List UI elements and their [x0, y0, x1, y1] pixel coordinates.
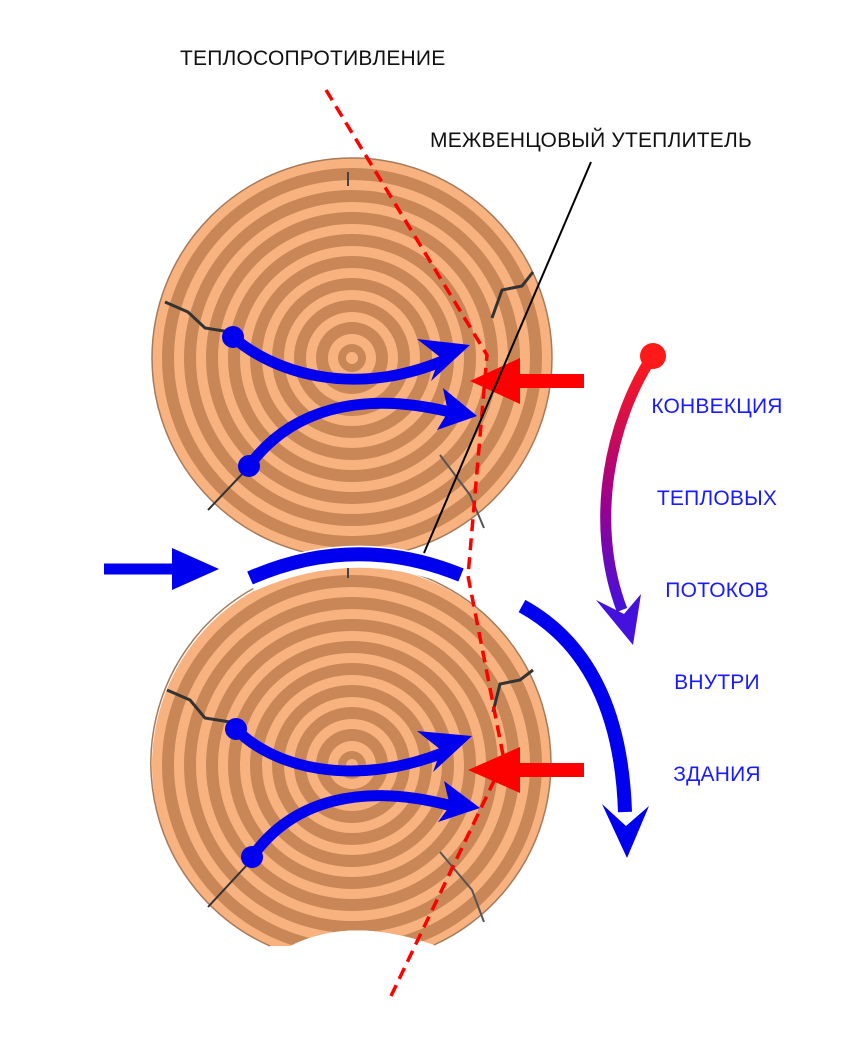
crack-bottom-right	[491, 668, 534, 713]
crack-top-right	[490, 271, 535, 319]
crack-top-lower-right	[439, 454, 485, 529]
top-log-rings	[152, 158, 552, 558]
red-arrow-icon	[470, 358, 584, 404]
flow-arrowhead	[437, 388, 477, 430]
convection-label-line-2: ТЕПЛОВЫХ	[657, 487, 777, 510]
top-log	[151, 157, 553, 559]
convection-label-line-4: ВНУТРИ	[674, 671, 760, 694]
flow-arrowhead	[438, 781, 480, 822]
crack-top-lower-left	[207, 469, 247, 511]
flow-arrowhead	[417, 731, 472, 772]
flow-arrowhead	[417, 339, 470, 381]
convection-label-line-5: ЗДАНИЯ	[673, 763, 761, 786]
thermal-resistance-label: ТЕПЛОСОПРОТИВЛЕНИЕ	[180, 47, 445, 70]
red-arrow-icon	[468, 747, 584, 793]
crack-bottom-lower-right	[439, 851, 485, 923]
top-log-flow-arrows	[222, 326, 477, 477]
thermal-resistance-line	[324, 89, 506, 997]
crack-bottom-lower-left	[207, 865, 247, 908]
crack-top-left	[164, 300, 231, 334]
insulation-leader-line	[423, 161, 592, 554]
convection-down-arrow	[518, 599, 649, 858]
convection-label-line-1: КОНВЕКЦИЯ	[651, 395, 782, 418]
crack-bottom-left	[166, 688, 231, 724]
convection-label-line-3: ПОТОКОВ	[665, 579, 768, 602]
insulation-label: МЕЖВЕНЦОВЫЙ УТЕПЛИТЕЛЬ	[430, 128, 752, 152]
bottom-log-flow-arrows	[225, 718, 480, 868]
insulation-strip-fill	[247, 547, 464, 585]
curved-gradient-arrow-icon	[596, 343, 666, 645]
blue-arrow-icon	[104, 548, 219, 590]
